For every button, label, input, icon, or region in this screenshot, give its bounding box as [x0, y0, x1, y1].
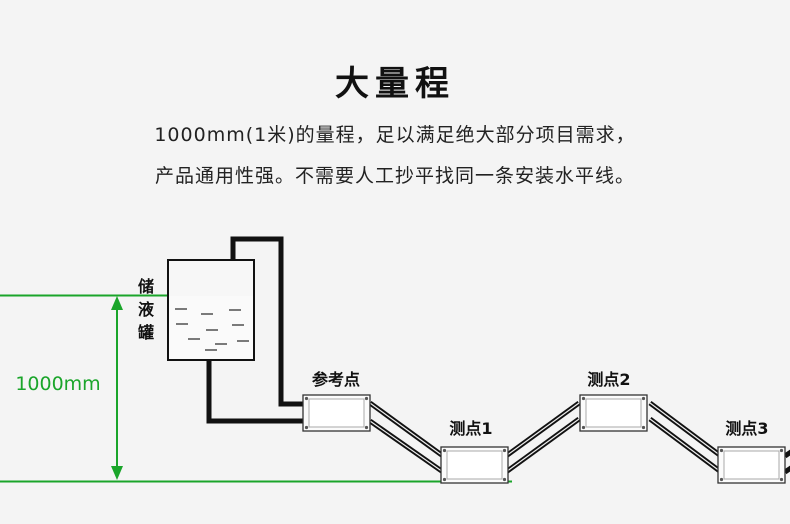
tank-tubes [206, 236, 306, 424]
sensor-point-1 [440, 446, 509, 484]
cable-cores [369, 402, 722, 473]
tank-label-char-1: 储 [137, 277, 154, 296]
page-title: 大量程 [335, 64, 455, 104]
sensor-point-1-label: 测点1 [449, 419, 492, 438]
sensor-point-3-label: 测点3 [725, 419, 768, 438]
dimension-label: 1000mm [15, 373, 100, 395]
description-line-2: 产品通用性强。不需要人工抄平找同一条安装水平线。 [154, 165, 635, 187]
storage-tank [167, 259, 255, 361]
dimension-arrow [111, 296, 123, 480]
sensor-point-3 [717, 446, 786, 484]
sensor-point-2 [579, 394, 648, 432]
description-line-1: 1000mm(1米)的量程，足以满足绝大部分项目需求， [154, 124, 636, 146]
sensor-reference [302, 394, 371, 432]
sensor-reference-label: 参考点 [312, 370, 360, 389]
tank-label-char-2: 液 [138, 300, 155, 319]
sensor-point-2-label: 测点2 [587, 370, 630, 389]
tank-label-char-3: 罐 [137, 323, 154, 342]
